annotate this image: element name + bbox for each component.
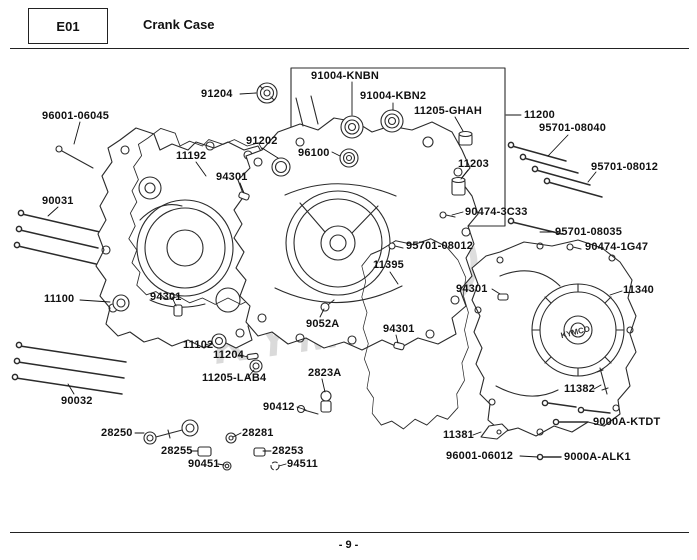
part-label-11205-ghah: 11205-GHAH xyxy=(414,105,483,117)
collar-11203 xyxy=(451,176,466,196)
part-label-9000a-alk1: 9000A-ALK1 xyxy=(564,451,631,463)
part-label-11102: 11102 xyxy=(183,339,214,351)
collar-28255 xyxy=(197,446,212,457)
part-label-95701-08035: 95701-08035 xyxy=(555,226,623,238)
part-label-94301-left: 94301 xyxy=(150,291,182,303)
part-label-96001-06045: 96001-06045 xyxy=(42,110,110,122)
page-title: Crank Case xyxy=(143,17,215,32)
screw-95701-08012-icon xyxy=(388,242,404,250)
part-label-95701-08040: 95701-08040 xyxy=(539,122,607,134)
section-code-box: E01 xyxy=(28,8,108,44)
part-label-28253: 28253 xyxy=(272,445,304,457)
switch-2823a xyxy=(320,390,332,413)
dowel-11205-ghah xyxy=(458,130,473,146)
oil-pump-28250 xyxy=(143,419,199,445)
part-label-11340: 11340 xyxy=(623,284,654,296)
oil-seal-91204 xyxy=(256,82,278,104)
collar-28253 xyxy=(253,447,266,457)
bearing-91004-kbn2 xyxy=(380,109,404,133)
leader-lines xyxy=(47,81,623,467)
part-label-90032: 90032 xyxy=(61,395,93,407)
part-label-90474-3c33: 90474-3C33 xyxy=(465,206,528,218)
header-rule xyxy=(10,48,689,49)
part-label-11382: 11382 xyxy=(564,383,595,395)
bolt-set-95701 xyxy=(507,141,603,235)
part-label-90451: 90451 xyxy=(188,458,220,470)
dowel-pins-94301 xyxy=(173,191,509,351)
bolt-set-9000a xyxy=(536,399,611,461)
stud-11382 xyxy=(596,367,609,395)
part-label-96100: 96100 xyxy=(298,147,330,159)
screw-90412 xyxy=(296,404,319,415)
bushing-11102 xyxy=(211,333,227,349)
part-label-11203: 11203 xyxy=(458,158,489,170)
screw-90474-1g47-icon xyxy=(566,243,582,251)
pin-11204 xyxy=(246,352,259,360)
part-label-9052a: 9052A xyxy=(306,318,340,330)
clip-9052a xyxy=(320,299,335,312)
part-label-91004-knbn: 91004-KNBN xyxy=(311,70,380,82)
washer-90451 xyxy=(222,461,232,471)
cvt-cover-details xyxy=(474,242,634,436)
footer-rule xyxy=(10,532,689,533)
part-label-2823a: 2823A xyxy=(308,367,342,379)
part-label-11100: 11100 xyxy=(44,293,75,305)
part-label-28255: 28255 xyxy=(161,445,193,457)
part-label-95701-08012-r: 95701-08012 xyxy=(591,161,659,173)
bracket-11381 xyxy=(480,423,509,440)
part-label-11205-lab4: 11205-LAB4 xyxy=(202,372,267,384)
part-label-11381: 11381 xyxy=(443,429,474,441)
part-label-11192: 11192 xyxy=(176,150,207,162)
part-label-90474-1g47: 90474-1G47 xyxy=(585,241,649,253)
part-label-94301-right: 94301 xyxy=(456,283,488,295)
part-label-94511: 94511 xyxy=(287,458,318,470)
part-label-91004-kbn2: 91004-KBN2 xyxy=(360,90,427,102)
part-label-95701-08012-m: 95701-08012 xyxy=(406,240,474,252)
part-label-11395: 11395 xyxy=(373,259,404,271)
bearing-96100 xyxy=(339,148,359,168)
screw-96001-06045 xyxy=(55,145,94,169)
part-label-90412: 90412 xyxy=(263,401,295,413)
part-label-90031: 90031 xyxy=(42,195,74,207)
oil-seal-91202 xyxy=(271,157,291,177)
bushing-11100 xyxy=(112,294,130,312)
part-label-94301-top: 94301 xyxy=(216,171,248,183)
bolt-set-90031 xyxy=(13,209,101,265)
part-label-11204: 11204 xyxy=(213,349,244,361)
bearing-91004-knbn xyxy=(340,115,364,139)
page-number: - 9 - xyxy=(338,539,359,551)
part-label-28250: 28250 xyxy=(101,427,133,439)
part-label-11200: 11200 xyxy=(524,109,555,121)
section-code: E01 xyxy=(56,18,80,34)
washer-28281 xyxy=(225,432,237,444)
part-label-9000a-ktdt: 9000A-KTDT xyxy=(593,416,661,428)
screw-90474-3c33 xyxy=(439,211,456,219)
bushing-11205-lab4 xyxy=(249,359,263,373)
part-label-28281: 28281 xyxy=(242,427,274,439)
part-label-91204: 91204 xyxy=(201,88,233,100)
part-label-94301-mid: 94301 xyxy=(383,323,415,335)
center-crankcase-details xyxy=(253,95,471,345)
part-label-91202: 91202 xyxy=(246,135,278,147)
snap-ring-94511 xyxy=(270,461,280,471)
part-label-96001-06012: 96001-06012 xyxy=(446,450,514,462)
